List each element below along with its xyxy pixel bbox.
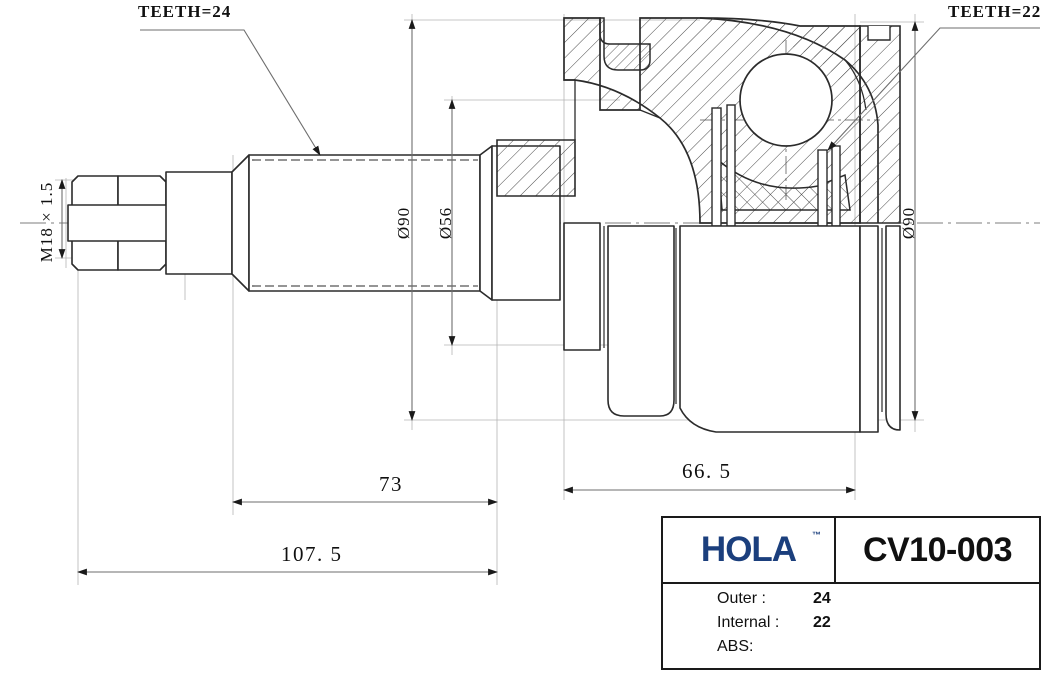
spec-value-internal: 22 — [813, 614, 831, 631]
dimension-lines — [58, 19, 919, 576]
housing-length-label: 66. 5 — [682, 459, 732, 483]
shaft-outer-diameter-label: Ø90 — [394, 206, 413, 240]
housing-diameter-label: Ø90 — [899, 206, 918, 240]
spec-label-abs: ABS: — [717, 638, 754, 655]
info-box-header: HOLA ™ CV10-003 — [663, 518, 1039, 584]
spec-list: Outer : 24 Internal : 22 ABS: — [663, 584, 1039, 662]
part-number-cell: CV10-003 — [836, 518, 1039, 582]
part-info-box: HOLA ™ CV10-003 Outer : 24 Internal : 22… — [661, 516, 1041, 670]
spec-value-outer: 24 — [813, 590, 831, 607]
thread-spec-label: M18 × 1.5 — [37, 181, 56, 263]
spec-label-internal: Internal : — [717, 614, 780, 631]
spec-row-outer: Outer : 24 — [717, 590, 1039, 614]
shaft-assembly — [67, 145, 561, 301]
shaft-inner-diameter-label: Ø56 — [436, 206, 455, 240]
hola-logo: HOLA — [700, 530, 797, 569]
spec-row-internal: Internal : 22 — [717, 614, 1039, 638]
brand-cell: HOLA ™ — [663, 518, 836, 582]
teeth-inner-label: TEETH=22 — [948, 2, 1042, 21]
cv-joint-housing-outline — [563, 222, 901, 433]
total-length-label: 107. 5 — [281, 542, 343, 566]
leader-lines — [140, 27, 1040, 156]
part-number: CV10-003 — [862, 530, 1013, 569]
spec-row-abs: ABS: — [717, 638, 1039, 662]
shaft-length-label: 73 — [379, 472, 403, 496]
spec-label-outer: Outer : — [717, 590, 766, 607]
teeth-outer-label: TEETH=24 — [138, 2, 232, 21]
cv-joint-housing-section — [496, 17, 901, 227]
trademark-icon: ™ — [812, 530, 821, 540]
